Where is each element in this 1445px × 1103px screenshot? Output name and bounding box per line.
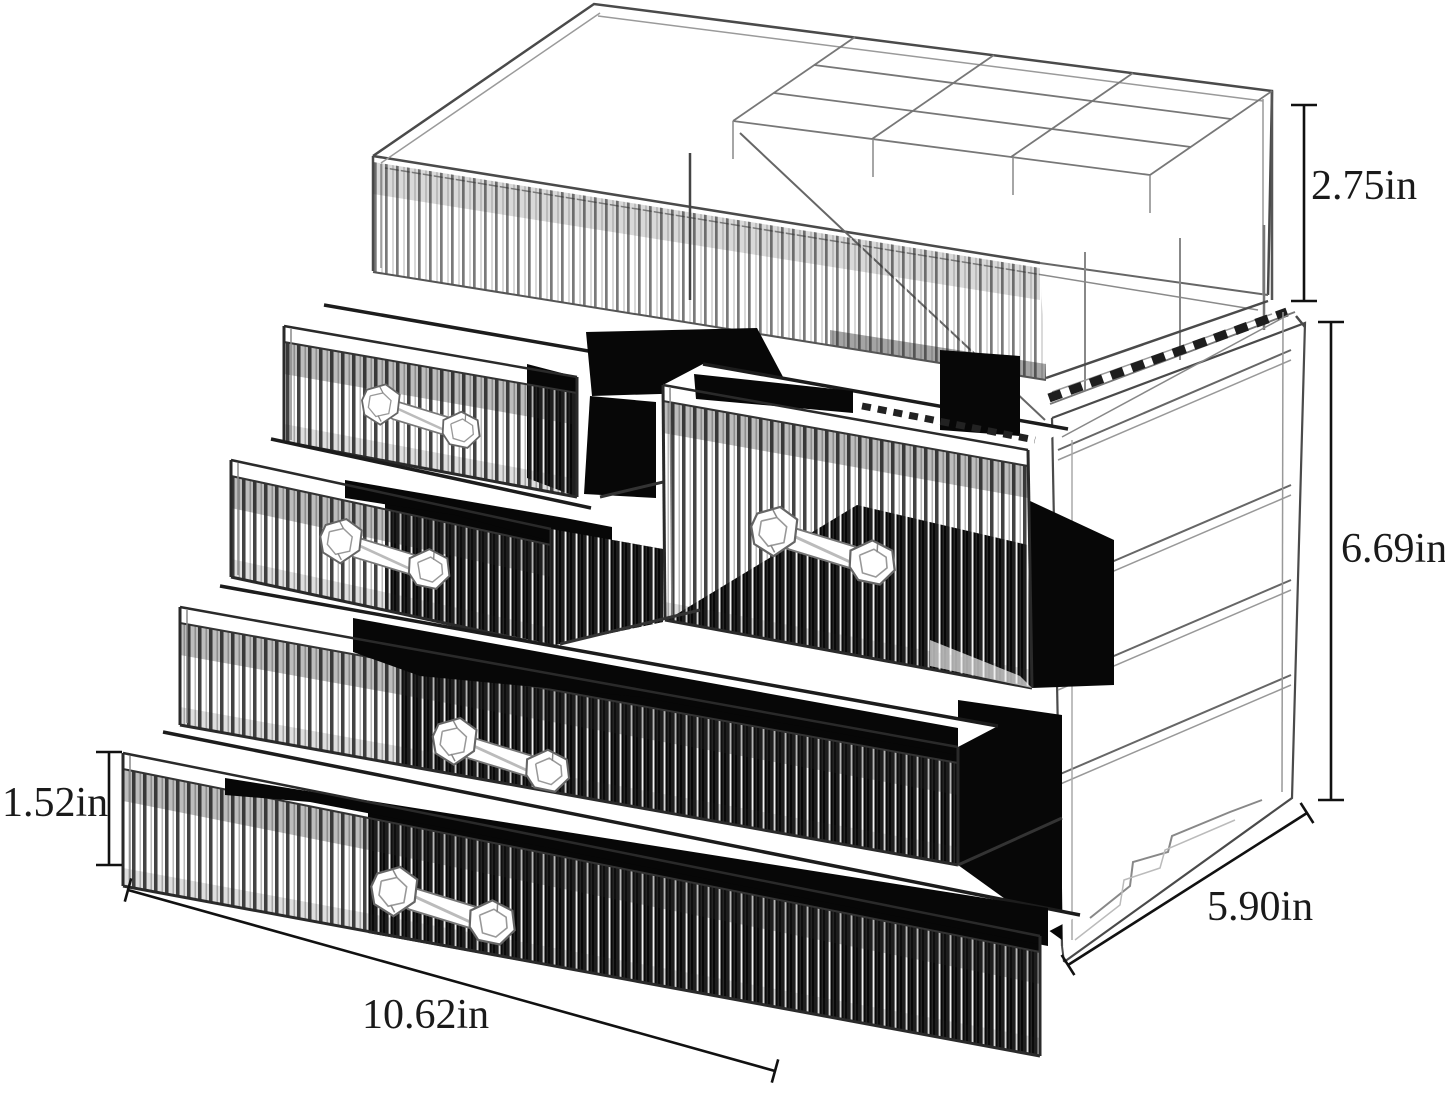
svg-text:5.90in: 5.90in (1207, 884, 1313, 930)
svg-text:2.75in: 2.75in (1311, 163, 1417, 209)
svg-text:1.52in: 1.52in (2, 780, 108, 826)
svg-text:10.62in: 10.62in (362, 992, 489, 1038)
svg-text:6.69in: 6.69in (1341, 526, 1445, 572)
